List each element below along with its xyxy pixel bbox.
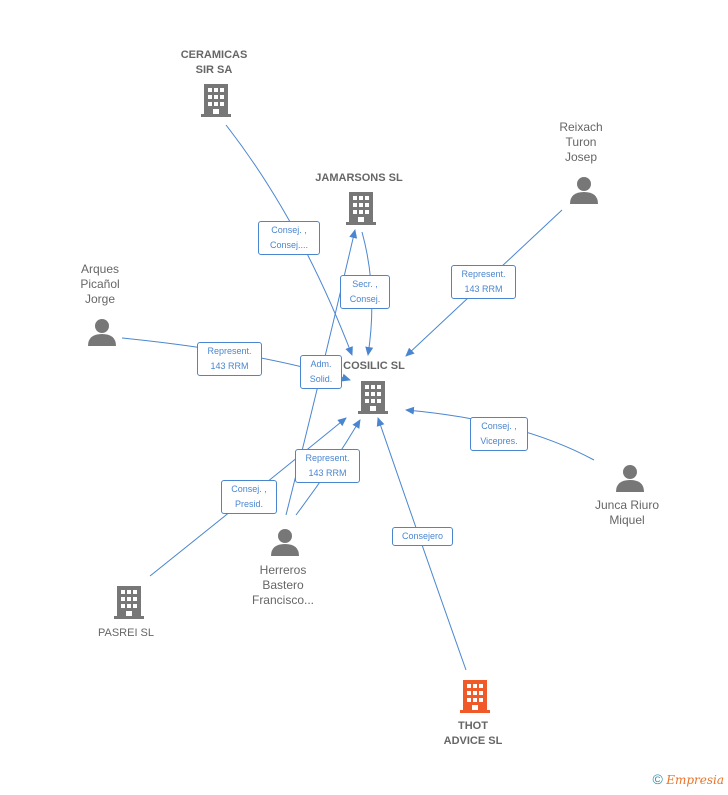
edge-label-line: Consejero: [401, 531, 444, 541]
node-label-line: COSILIC SL: [343, 360, 405, 372]
node-label-junca[interactable]: Junca Riuro Miquel: [567, 498, 687, 528]
edge-label-pasrei-cosilic[interactable]: Consej. , Presid.: [221, 480, 277, 514]
building-icon: [201, 84, 231, 117]
edge-label-arques-cosilic[interactable]: Represent. 143 RRM: [197, 342, 262, 376]
node-label-line: Jorge: [84, 292, 116, 306]
node-label-line: JAMARSONS SL: [315, 172, 403, 184]
edge-label-line: Secr. ,: [352, 279, 378, 289]
edge-label-line: Vicepres.: [480, 436, 518, 446]
edge-label-line: Consej. ,: [481, 421, 517, 431]
person-icon: [271, 529, 299, 556]
edge-label-ceramicas-cosilic[interactable]: Consej. , Consej....: [258, 221, 320, 255]
edge-label-line: Represent.: [461, 269, 506, 279]
node-label-line: SIR SA: [195, 64, 233, 76]
edge-label-junca-cosilic[interactable]: Consej. , Vicepres.: [470, 417, 528, 451]
edge-label-line: Consej. ,: [271, 225, 307, 235]
building-icon: [346, 192, 376, 225]
edge-label-line: Solid.: [309, 374, 333, 384]
node-label-line: Junca Riuro: [594, 498, 660, 512]
edge-label-herreros-jamarsons[interactable]: Adm. Solid.: [300, 355, 342, 389]
copyright-symbol: ©: [652, 771, 663, 787]
edge-label-line: Represent.: [207, 346, 252, 356]
node-label-line: Francisco...: [251, 593, 314, 607]
edge-label-line: 143 RRM: [308, 468, 347, 478]
building-icon: [358, 381, 388, 414]
person-icon: [616, 465, 644, 492]
edge-label-line: 143 RRM: [464, 284, 503, 294]
node-label-jamarsons[interactable]: JAMARSONS SL: [299, 171, 419, 186]
node-label-line: Miquel: [609, 513, 645, 527]
brand-name: Empresia: [666, 773, 724, 787]
edge-label-line: Adm.: [310, 359, 332, 369]
edge-label-line: Presid.: [234, 499, 263, 509]
edge-label-herreros-cosilic[interactable]: Represent. 143 RRM: [295, 449, 360, 483]
building-icon: [114, 586, 144, 619]
node-label-ceramicas[interactable]: CERAMICAS SIR SA: [154, 48, 274, 78]
node-label-pasrei[interactable]: PASREI SL: [66, 626, 186, 641]
node-label-line: Reixach: [559, 120, 603, 134]
building-icon: [460, 680, 490, 713]
node-label-herreros[interactable]: Herreros Bastero Francisco...: [223, 563, 343, 608]
node-label-cosilic[interactable]: COSILIC SL: [314, 359, 434, 374]
node-label-line: Turon: [565, 135, 597, 149]
node-label-thot[interactable]: THOT ADVICE SL: [413, 719, 533, 749]
node-label-line: CERAMICAS: [180, 49, 248, 61]
edge-label-line: Consej....: [269, 240, 309, 250]
edge-label-line: 143 RRM: [210, 361, 249, 371]
edge-label-line: Consej. ,: [231, 484, 267, 494]
node-label-line: Herreros: [259, 563, 307, 577]
edge-label-jamarsons-cosilic[interactable]: Secr. , Consej.: [340, 275, 390, 309]
node-label-line: THOT: [458, 720, 488, 732]
node-label-arques[interactable]: Arques Picañol Jorge: [40, 262, 160, 307]
node-label-line: Bastero: [262, 578, 304, 592]
node-label-line: Picañol: [80, 277, 120, 291]
edge-label-thot-cosilic[interactable]: Consejero: [392, 527, 453, 546]
node-label-reixach[interactable]: Reixach Turon Josep: [521, 120, 641, 165]
node-label-line: ADVICE SL: [443, 735, 503, 747]
node-label-line: Arques: [80, 262, 120, 276]
node-label-line: PASREI SL: [97, 627, 155, 639]
person-icon: [570, 177, 598, 204]
edge-label-line: Represent.: [305, 453, 350, 463]
edge-label-reixach-cosilic[interactable]: Represent. 143 RRM: [451, 265, 516, 299]
node-label-line: Josep: [564, 150, 598, 164]
edge-label-line: Consej.: [349, 294, 381, 304]
person-icon: [88, 319, 116, 346]
footer-brand[interactable]: © Empresia: [653, 771, 724, 787]
